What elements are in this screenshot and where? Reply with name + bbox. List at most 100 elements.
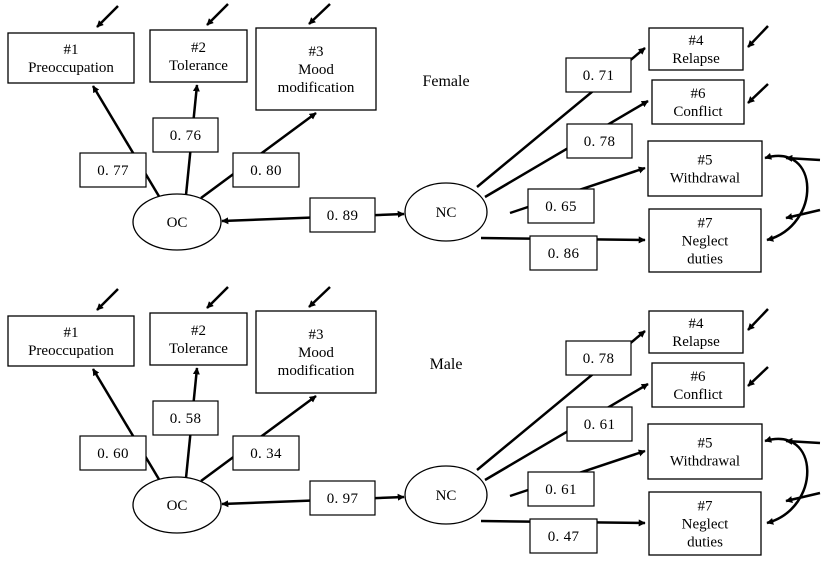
oc-loading-label-value: 0. 58	[170, 411, 202, 427]
item-label: Conflict	[673, 104, 723, 120]
item-label: Conflict	[673, 387, 723, 403]
item-number: #5	[698, 153, 713, 169]
oc-loading-label-value: 0. 76	[170, 128, 202, 144]
nc-loading-label-box	[529, 518, 598, 554]
item-number: #6	[691, 369, 707, 385]
nc-loading-label: 0. 47	[529, 518, 598, 554]
oc-item-3-box	[255, 27, 377, 111]
nc-loading-label-value: 0. 65	[545, 199, 577, 215]
nc-item-2-box	[651, 79, 745, 125]
oc-loading-label: 0. 80	[232, 152, 300, 188]
error-arrow	[747, 25, 769, 48]
error-arrow	[747, 83, 769, 104]
item-label: duties	[687, 535, 723, 551]
nc-loading-label-value: 0. 86	[548, 246, 580, 262]
item-label: duties	[687, 252, 723, 268]
item-number: #1	[64, 42, 79, 58]
error-arrow	[785, 437, 821, 445]
nc-loading-label-box	[529, 235, 598, 271]
error-arrow	[785, 208, 821, 220]
oc-loading-label-value: 0. 60	[97, 446, 129, 462]
item-label: Preoccupation	[28, 60, 114, 76]
error-arrow	[785, 154, 821, 162]
panel-title: Female	[422, 73, 469, 90]
nc-loading-label-box	[565, 340, 632, 376]
oc-latent-node: OC	[132, 193, 222, 251]
oc-loading-label: 0. 34	[232, 435, 300, 471]
oc-item-3-box	[255, 310, 377, 394]
oc-latent-node: OC	[132, 476, 222, 534]
item-number: #6	[691, 86, 707, 102]
item-label: Mood	[298, 62, 334, 78]
oc-loading-label-box	[152, 400, 219, 436]
item-label: Withdrawal	[670, 171, 740, 187]
nc-loading-label-box	[566, 123, 633, 159]
nc-item-4-box	[648, 491, 762, 556]
nc-item-4-box	[648, 208, 762, 273]
nc-item-3-box	[647, 140, 763, 197]
oc-loading-label: 0. 58	[152, 400, 219, 436]
nc-ellipse	[404, 465, 488, 525]
item-label: Neglect	[682, 234, 729, 250]
error-arrow	[206, 3, 229, 26]
error-arrow	[785, 491, 821, 503]
item-number: #1	[64, 325, 79, 341]
oc-loading-label: 0. 76	[152, 117, 219, 153]
item-label: Relapse	[672, 51, 720, 67]
nc-loading-label: 0. 86	[529, 235, 598, 271]
latent-correlation-label-value: 0. 89	[327, 208, 359, 224]
item-number: #7	[698, 499, 714, 515]
nc-label: NC	[436, 205, 457, 221]
nc-loading-label-value: 0. 78	[584, 134, 616, 150]
panel-title: Male	[430, 356, 463, 373]
nc-loading-label-value: 0. 47	[548, 529, 580, 545]
nc-item-3-box	[647, 423, 763, 480]
oc-ellipse	[132, 193, 222, 251]
nc-loading-label-box	[527, 471, 595, 507]
item-number: #5	[698, 436, 713, 452]
residual-covariance-arrow	[764, 152, 809, 242]
oc-item-1-box	[7, 315, 135, 367]
item-number: #3	[309, 44, 324, 60]
oc-item-1-box	[7, 32, 135, 84]
nc-loading-label-box	[527, 188, 595, 224]
oc-loading-label-value: 0. 77	[97, 163, 129, 179]
oc-loading-label-box	[79, 435, 147, 471]
residual-covariance-arrow	[764, 435, 809, 525]
oc-loading-arrow	[91, 85, 162, 199]
oc-ellipse	[132, 476, 222, 534]
error-arrow	[308, 3, 331, 25]
oc-loading-label-box	[152, 117, 219, 153]
latent-correlation-label-box	[309, 480, 376, 516]
nc-loading-label-box	[566, 406, 633, 442]
oc-item-2-box	[149, 312, 248, 366]
error-arrow	[206, 286, 229, 309]
oc-loading-label: 0. 77	[79, 152, 147, 188]
nc-loading-label-value: 0. 71	[583, 68, 615, 84]
item-label: Withdrawal	[670, 454, 740, 470]
error-arrow	[747, 366, 769, 387]
nc-loading-label: 0. 61	[566, 406, 633, 442]
latent-correlation-label-value: 0. 97	[327, 491, 359, 507]
item-label: modification	[278, 80, 355, 96]
nc-label: NC	[436, 488, 457, 504]
nc-loading-label-value: 0. 61	[545, 482, 577, 498]
error-arrow	[747, 308, 769, 331]
item-number: #4	[689, 316, 705, 332]
item-label: Tolerance	[169, 341, 228, 357]
oc-item-2-box	[149, 29, 248, 83]
item-number: #2	[191, 40, 206, 56]
item-label: Relapse	[672, 334, 720, 350]
oc-loading-label-box	[79, 152, 147, 188]
oc-loading-label-value: 0. 34	[250, 446, 282, 462]
